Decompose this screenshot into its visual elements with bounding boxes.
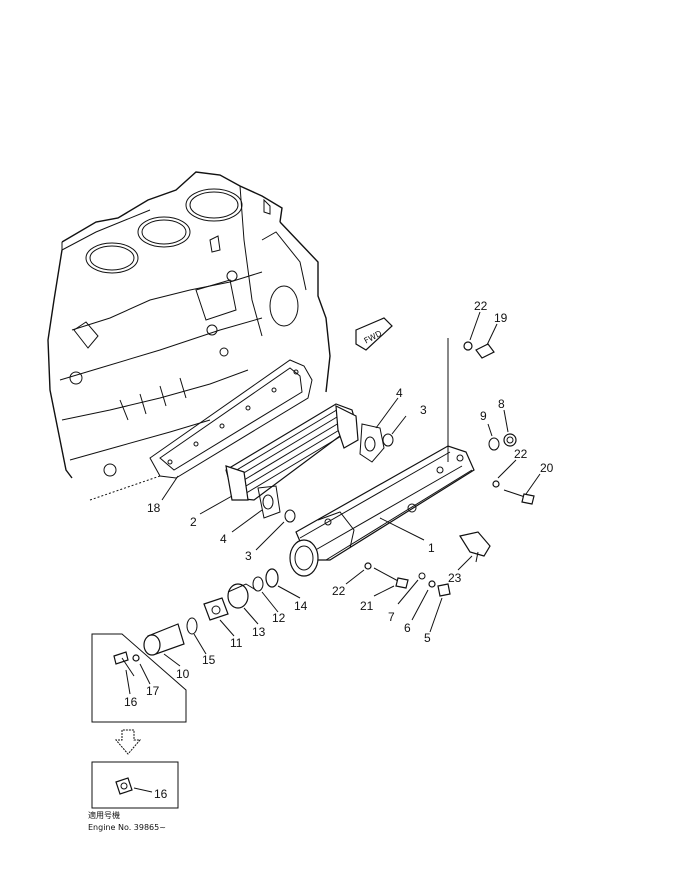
- engine-block: [47, 171, 331, 501]
- label-3-lower: 3: [245, 549, 252, 563]
- down-arrow: [114, 729, 142, 755]
- fwd-arrow: FWD: [355, 317, 393, 351]
- label-6: 6: [404, 621, 411, 635]
- label-22-lower: 22: [332, 584, 346, 598]
- small-parts: [143, 341, 535, 656]
- label-2-text: 2: [190, 515, 197, 529]
- label-23: 23: [448, 571, 462, 585]
- label-5: 5: [424, 631, 431, 645]
- label-13: 13: [252, 625, 266, 639]
- label-12: 12: [272, 611, 286, 625]
- label-10: 10: [176, 667, 190, 681]
- label-8: 8: [498, 397, 505, 411]
- engine-number-note: 適用号機 Engine No. 39865~: [88, 810, 166, 832]
- label-9: 9: [480, 409, 487, 423]
- label-17: 17: [146, 684, 160, 698]
- gasket-4-lower: [257, 485, 281, 519]
- o-ring-3-upper: [382, 433, 394, 447]
- note-jp: 適用号機: [88, 810, 120, 820]
- label-4-upper: 4: [396, 386, 403, 400]
- cooler-cover: [289, 445, 475, 577]
- label-1: 1: [428, 541, 435, 555]
- label-22-right: 22: [514, 447, 528, 461]
- label-15: 15: [202, 653, 216, 667]
- note-engine: Engine No. 39865~: [88, 823, 166, 832]
- label-18: 18: [147, 501, 161, 515]
- inset-box-lower: [91, 761, 179, 809]
- gasket-18: [149, 359, 313, 479]
- label-16-upper: 16: [124, 695, 138, 709]
- label-3-upper: 3: [420, 403, 427, 417]
- o-ring-3-lower: [284, 509, 296, 523]
- cooler-core: [225, 403, 359, 501]
- label-4-lower: 4: [220, 532, 227, 546]
- leader-lines: [125, 311, 541, 793]
- inset-box-upper: [91, 633, 187, 723]
- gasket-4-upper: [359, 423, 385, 463]
- label-11: 11: [230, 636, 243, 650]
- label-19: 19: [494, 311, 508, 325]
- label-16-lower: 16: [154, 787, 168, 801]
- label-7: 7: [388, 610, 395, 624]
- part-labels: 22 19 8 9 22 20 4 3 18 1 2 4 3 1 23 22 2…: [124, 299, 554, 801]
- label-14: 14: [294, 599, 308, 613]
- label-21: 21: [360, 599, 374, 613]
- label-20: 20: [540, 461, 554, 475]
- label-22-top: 22: [474, 299, 488, 313]
